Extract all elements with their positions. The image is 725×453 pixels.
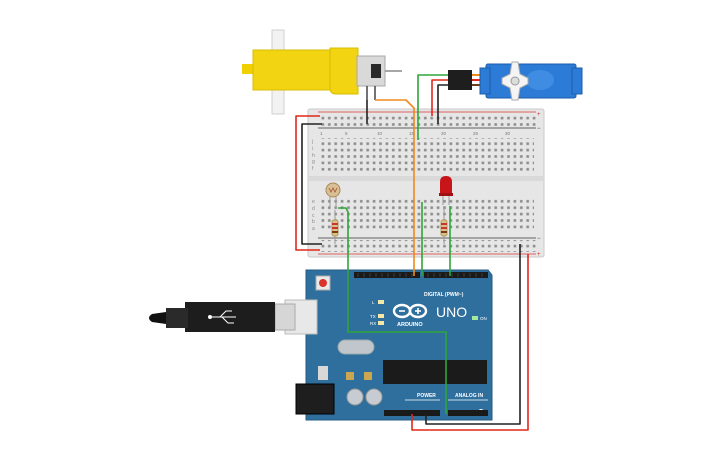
col-number-5: 5 [345, 131, 348, 136]
row-letter-e: e [312, 199, 315, 205]
analog-in-label: ANALOG IN [455, 393, 483, 399]
led-on [472, 316, 478, 320]
wire-5v-to-rail [411, 254, 529, 431]
led-rx [378, 321, 384, 325]
upper-terminal-strip [320, 138, 534, 171]
dc-power-jack [295, 383, 335, 415]
led-rx-label: RX [370, 321, 376, 326]
capacitor [346, 388, 364, 406]
photoresistor [325, 182, 341, 208]
rail-minus-label-top: − [537, 126, 541, 132]
red-led [439, 176, 453, 205]
servo-tab-left [479, 67, 491, 95]
col-number-15: 15 [409, 131, 415, 136]
wire-rail-plus-jumper [295, 115, 320, 251]
motor-cap [329, 47, 359, 95]
led-tx [378, 314, 384, 318]
usb-cable [149, 299, 318, 335]
smd-component [364, 372, 372, 380]
reset-button[interactable] [319, 279, 327, 287]
col-number-25: 25 [473, 131, 479, 136]
wire-rail-minus-jumper [301, 123, 322, 245]
top-power-rail [318, 114, 536, 126]
digital-header-left [354, 272, 420, 278]
crystal-oscillator [337, 339, 375, 355]
arduino-brand-label: ARDUINO [397, 322, 423, 328]
row-letter-d: d [312, 206, 315, 212]
smd-component [346, 372, 354, 380]
col-number-1: 1 [320, 131, 323, 136]
breadboard: 1 5 10 15 20 25 30 j i h g f e d c b a +… [307, 108, 545, 258]
micro-servo [448, 61, 583, 101]
wire-servo-signal-bb [417, 74, 448, 140]
rail-plus-label-bottom: + [537, 252, 541, 258]
resistor-led [440, 206, 448, 244]
resistor-ldr [331, 210, 339, 244]
led-on-label: ON [480, 316, 487, 321]
power-label: POWER [417, 393, 436, 399]
col-number-30: 30 [505, 131, 511, 136]
usb-strain-relief [166, 308, 188, 328]
motor-terminal [371, 64, 381, 78]
power-header [384, 410, 440, 416]
led-dome [440, 176, 452, 194]
col-number-20: 20 [441, 131, 447, 136]
wire-servo-power [431, 79, 448, 116]
row-letter-f: f [312, 166, 314, 172]
motor-gearbox [252, 49, 338, 91]
photoresistor-head [325, 182, 341, 198]
lower-terminal-strip [320, 198, 534, 231]
led-tx-label: TX [370, 314, 376, 319]
row-letter-h: h [312, 153, 315, 159]
bottom-power-rail [318, 240, 536, 252]
rail-minus-label-bottom: − [537, 236, 541, 242]
row-letter-a: a [312, 226, 315, 232]
wire-servo-ground [437, 84, 448, 124]
voltage-regulator [318, 366, 328, 380]
uno-logo-text: UNO [436, 304, 467, 320]
servo-connector [448, 70, 472, 90]
arduino-infinity-logo [392, 303, 428, 319]
row-letter-i: i [312, 146, 313, 152]
servo-horn-screw [510, 76, 520, 86]
rail-plus-label-top: + [537, 112, 541, 118]
wire-ldr-to-a0 [338, 207, 447, 414]
row-letter-b: b [312, 219, 315, 225]
motor-shaft [242, 64, 254, 74]
row-letter-g: g [312, 159, 315, 165]
led-l [378, 300, 384, 304]
digital-pwm-label: DIGITAL (PWM~) [424, 292, 464, 298]
row-letter-c: c [312, 213, 315, 219]
digital-header-right [424, 272, 488, 278]
row-letter-j: j [311, 139, 313, 145]
col-number-10: 10 [377, 131, 383, 136]
led-l-label: L [372, 300, 375, 305]
dc-gear-motor [242, 29, 402, 115]
arduino-uno-board: DIGITAL (PWM~) L TX RX ARDUINO UNO ON [295, 269, 493, 421]
capacitor [365, 388, 383, 406]
wire-gnd-to-rail [425, 244, 521, 425]
analog-header [448, 410, 488, 416]
wire-motor-signal [375, 99, 415, 276]
servo-tab-right [571, 67, 583, 95]
center-channel [309, 176, 543, 181]
servo-gear-housing [526, 70, 554, 90]
usb-symbol-icon [208, 310, 236, 324]
usb-cord [149, 312, 166, 324]
usb-plug-metal [274, 303, 296, 331]
